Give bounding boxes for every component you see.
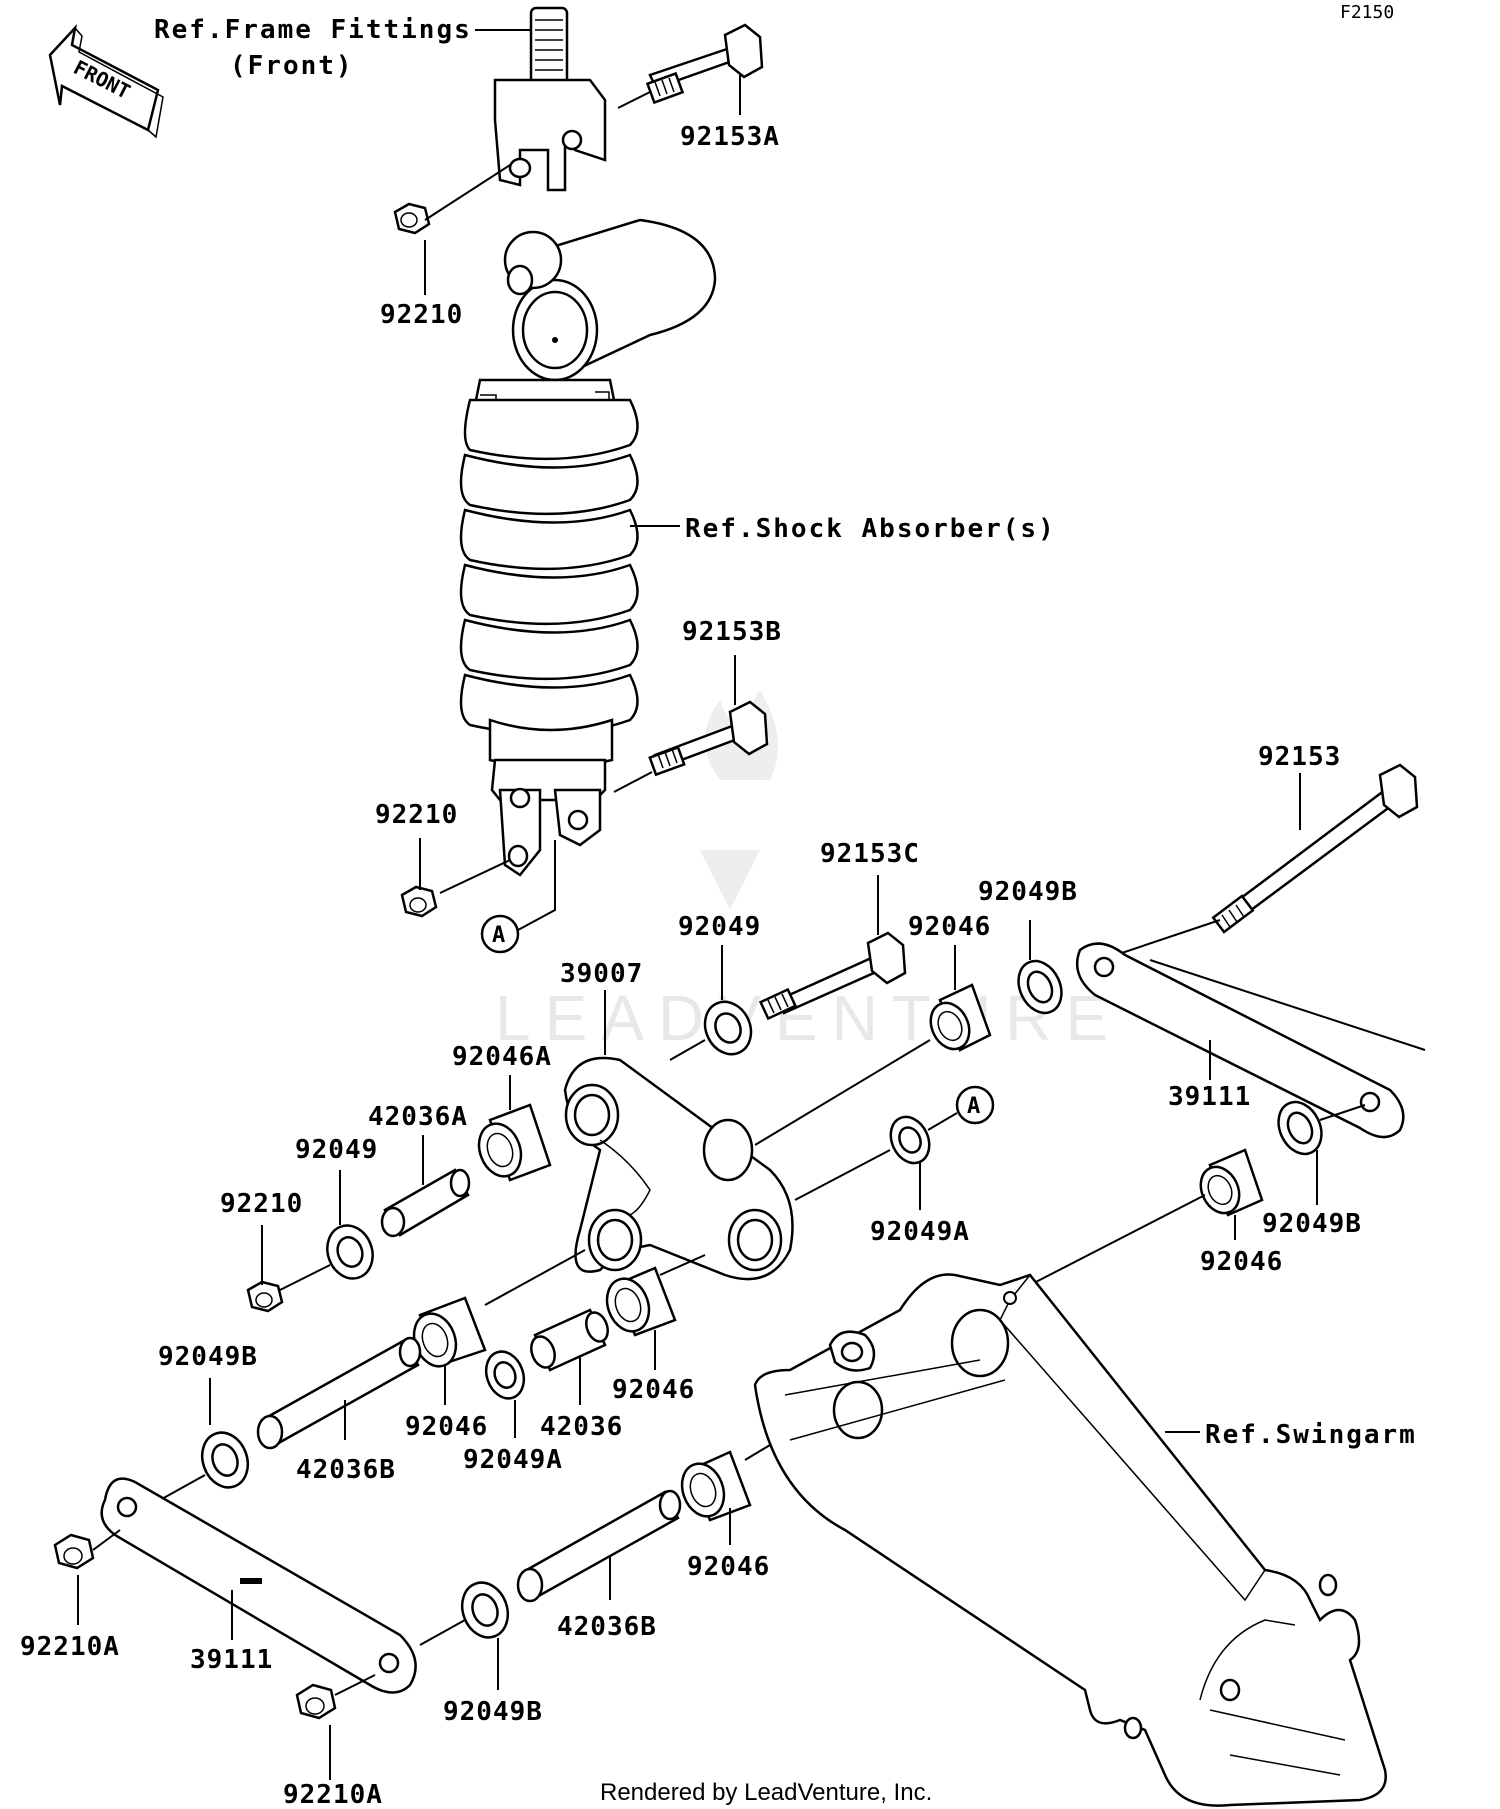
label-92046-top: 92046 [908, 912, 991, 942]
label-92049b-bottom: 92049B [443, 1697, 543, 1727]
bolt-92153 [1211, 763, 1419, 934]
callout-a-top [480, 914, 520, 954]
frame-fitting-bracket [493, 6, 607, 192]
label-92210-top: 92210 [380, 300, 463, 330]
label-92153c: 92153C [820, 839, 920, 869]
label-92049b-left: 92049B [158, 1342, 258, 1372]
label-92046-right: 92046 [1200, 1247, 1283, 1277]
tie-rod-39111-left [100, 1477, 417, 1694]
nut-92210-top [393, 202, 431, 235]
front-arrow-icon: FRONT [48, 24, 164, 139]
ref-frame-fittings: Ref.Frame Fittings [154, 15, 472, 45]
washer-92049-top [703, 1000, 753, 1056]
bolt-92153a [645, 23, 764, 105]
rocker-arm-39007 [563, 1056, 794, 1281]
shock-absorber [459, 218, 717, 877]
label-92046-center: 92046 [612, 1375, 695, 1405]
label-92049-left: 92049 [295, 1135, 378, 1165]
callout-a-right [955, 1085, 995, 1125]
label-42036b-left: 42036B [296, 1455, 396, 1485]
nut-92210a-left [53, 1533, 95, 1570]
collar-42036b-left [256, 1336, 422, 1450]
label-92046-bottom: 92046 [687, 1552, 770, 1582]
label-42036b-bottom: 42036B [557, 1612, 657, 1642]
ref-swingarm: Ref.Swingarm [1205, 1420, 1417, 1450]
washer-92049a-mid [484, 1350, 526, 1400]
washer-92049a-right [889, 1115, 931, 1165]
bearing-92046-bottom [680, 1450, 752, 1522]
footer-credit: Rendered by LeadVenture, Inc. [600, 1779, 932, 1806]
collar-42036a [380, 1168, 471, 1238]
callout-a-right-label: A [967, 1094, 980, 1119]
label-92049b-top: 92049B [978, 877, 1078, 907]
label-92210a-bottom: 92210A [283, 1780, 383, 1809]
bolt-92153c [758, 931, 907, 1021]
label-42036a: 42036A [368, 1102, 468, 1132]
nut-92210-left [246, 1280, 284, 1313]
label-92049-top: 92049 [678, 912, 761, 942]
diagram-code: F2150 [1340, 2, 1394, 23]
label-92153a: 92153A [680, 122, 780, 152]
label-92153b: 92153B [682, 617, 782, 647]
washer-92049b-right [1277, 1100, 1323, 1156]
label-92046a: 92046A [452, 1042, 552, 1072]
label-92210a-left: 92210A [20, 1632, 120, 1662]
bearing-92046-center [605, 1266, 677, 1337]
nut-92210a-bottom [295, 1683, 337, 1720]
label-92049a-right: 92049A [870, 1217, 970, 1247]
label-92210-left: 92210 [220, 1189, 303, 1219]
washer-92049b-top [1017, 959, 1063, 1015]
ref-shock-absorber: Ref.Shock Absorber(s) [685, 514, 1056, 544]
washer-92049b-left [200, 1431, 250, 1489]
swingarm [753, 1273, 1387, 1807]
washer-92049b-bottom [460, 1581, 510, 1639]
bearing-92046-top [929, 983, 992, 1052]
collar-42036 [530, 1308, 609, 1372]
label-39111-left: 39111 [190, 1645, 273, 1675]
label-39007: 39007 [560, 959, 643, 989]
label-92046-mid: 92046 [405, 1412, 488, 1442]
bearing-92046-right [1199, 1148, 1264, 1217]
label-39111-right: 39111 [1168, 1082, 1251, 1112]
label-42036: 42036 [540, 1412, 623, 1442]
label-92049a-mid: 92049A [463, 1445, 563, 1475]
callout-a-top-label: A [492, 923, 505, 948]
collar-42036b-bottom [516, 1489, 682, 1603]
label-92210-mid: 92210 [375, 800, 458, 830]
tie-rod-39111-right [1075, 942, 1405, 1139]
ref-frame-fittings-front: (Front) [230, 51, 354, 81]
bearing-92046a [477, 1103, 552, 1182]
label-92153: 92153 [1258, 742, 1341, 772]
washer-92049-left [326, 1224, 374, 1280]
bolt-92153b [648, 700, 769, 777]
label-92049b-right: 92049B [1262, 1209, 1362, 1239]
nut-92210-mid [400, 885, 438, 918]
